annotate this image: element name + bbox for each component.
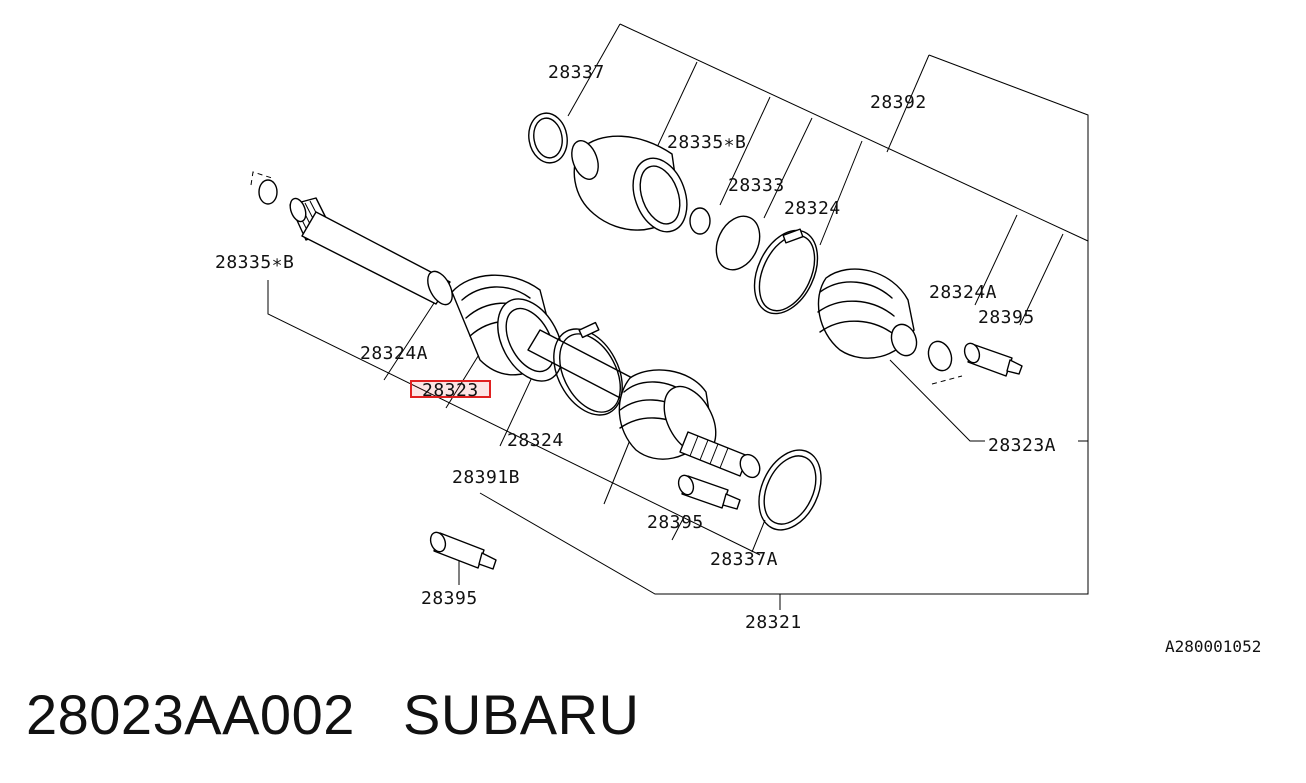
label-28323[interactable]: 28323 (422, 380, 479, 401)
drive-shaft-assembly (258, 179, 822, 531)
part-labels: 28337 28335∗B 28333 28324 28392 28335∗B … (215, 62, 1261, 656)
label-28324a-right[interactable]: 28324A (929, 282, 997, 303)
outer-spline-end (679, 431, 761, 479)
label-28333[interactable]: 28333 (728, 175, 785, 196)
label-28324-mid[interactable]: 28324 (507, 430, 564, 451)
label-28337[interactable]: 28337 (548, 62, 605, 83)
snap-ring-28337a (758, 449, 822, 531)
label-28391b[interactable]: 28391B (452, 467, 520, 488)
outer-joint-parts (528, 112, 1023, 377)
circlip-left (258, 179, 278, 205)
o-ring-28333 (715, 215, 761, 271)
label-28324a-left[interactable]: 28324A (360, 343, 428, 364)
label-28324-top[interactable]: 28324 (784, 198, 841, 219)
boot-band-middle (553, 321, 623, 416)
circlip-small (689, 207, 711, 235)
label-28321[interactable]: 28321 (745, 612, 802, 633)
band-28324a-right (927, 340, 953, 372)
brand-name: SUBARU (403, 683, 640, 746)
label-28392[interactable]: 28392 (870, 92, 927, 113)
label-28335b-top[interactable]: 28335∗B (667, 132, 746, 153)
inner-boot (451, 274, 563, 382)
grease-tube-right (963, 342, 1023, 377)
label-28337a[interactable]: 28337A (710, 549, 778, 570)
label-28395-mid[interactable]: 28395 (647, 512, 704, 533)
label-28395-right[interactable]: 28395 (978, 307, 1035, 328)
page-title: 28023AA002 SUBARU (26, 682, 639, 747)
shaft-inner (301, 211, 451, 305)
outer-joint-housing (571, 135, 688, 233)
grease-tube-left (429, 531, 497, 570)
diagram-reference: A280001052 (1165, 637, 1261, 656)
snap-ring-28337 (528, 112, 568, 164)
grease-tube-mid (677, 474, 741, 510)
label-28395-left[interactable]: 28395 (421, 588, 478, 609)
part-number: 28023AA002 (26, 683, 355, 746)
label-28335b-left[interactable]: 28335∗B (215, 252, 294, 273)
part-highlight-box[interactable] (410, 380, 491, 398)
leader-lines (250, 23, 1089, 610)
label-28323a[interactable]: 28323A (988, 435, 1056, 456)
boot-28323a (817, 268, 918, 359)
boot-band-top (753, 228, 819, 315)
